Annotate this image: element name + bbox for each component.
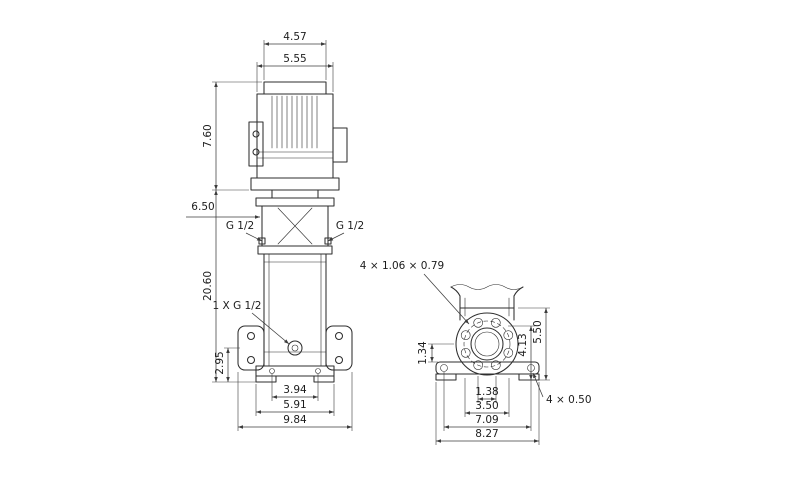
dim-port-height: 2.95 [214,351,226,374]
pump-column-outline [263,253,327,367]
bolt-circle [463,320,511,368]
gauge-port-left [258,237,266,245]
dim-bolt-spacing: 3.50 [475,400,498,412]
discharge-flange [325,325,353,371]
port-flanges-base [237,325,353,383]
drain-plug-label: 1 X G 1/2 [213,300,262,312]
motor-fins [271,95,318,149]
flange-slot-label: 4 × 1.06 × 0.79 [360,260,444,272]
port-label-left: G 1/2 [226,220,254,232]
dim-flange-height: 4.13 [517,333,529,356]
motor-outline [248,81,348,191]
drain-plug-port [287,340,303,356]
end-base-plate [435,361,540,381]
pump-head-outline [255,189,335,255]
front-leader-lines [245,232,345,345]
end-column-outline [450,284,524,321]
motor-flange [250,177,340,191]
port-label-right: G 1/2 [336,220,364,232]
dim-motor-width: 5.55 [283,53,306,65]
flange-circle-group [455,312,519,376]
dim-overall-height-end: 5.50 [532,320,544,343]
front-extension-lines [212,40,353,431]
base-plate [255,365,335,377]
foot-hole-left [440,364,448,372]
end-leader-lines [423,273,544,398]
dim-head-offset: 6.50 [191,201,214,213]
end-view: 4 × 1.06 × 0.79 1.34 4.13 5.50 1.38 3.50… [360,260,592,445]
end-extension-lines [428,307,550,445]
front-dimension-lines [186,42,352,429]
dim-base-length: 8.27 [475,428,498,440]
dim-overall-width: 9.84 [283,414,307,426]
terminal-box [248,121,264,167]
dim-base-width: 5.91 [283,399,306,411]
dim-base-hole-spacing: 3.94 [283,384,307,396]
dim-motor-height: 7.60 [202,124,214,147]
dim-hole-offset: 1.38 [475,386,498,398]
dim-base-to-center: 1.34 [417,341,429,365]
dim-pump-height: 20.60 [202,271,214,301]
dim-foot-hole-spacing: 7.09 [475,414,498,426]
dim-motor-top-width: 4.57 [283,31,306,43]
end-dimension-lines [430,308,548,443]
foot-hole-label: 4 × 0.50 [546,394,592,406]
front-view: 4.57 5.55 7.60 6.50 G 1/2 G 1/2 20.60 1 … [186,31,364,431]
